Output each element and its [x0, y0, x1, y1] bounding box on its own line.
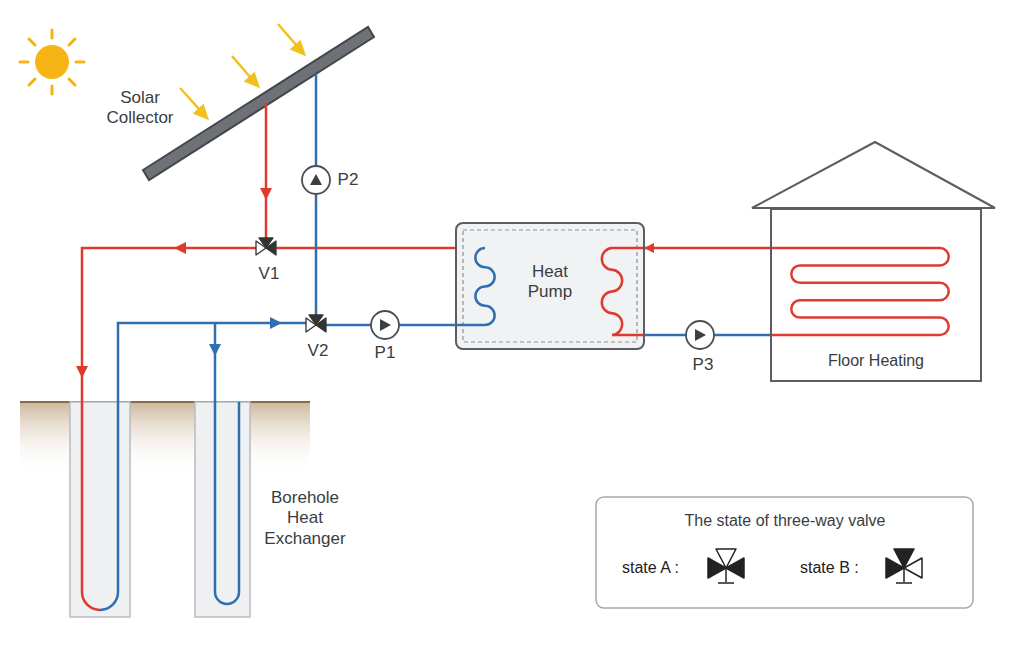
valve-state-symbol: [708, 549, 922, 583]
part-label: P3: [688, 355, 718, 375]
part-label: Borehole Heat Exchanger: [259, 488, 351, 549]
legend-text: state A :: [622, 558, 679, 577]
three-way-valve: [256, 238, 326, 332]
sun: [20, 30, 84, 94]
pipe-cold: [100, 74, 495, 610]
pipe-connector: [645, 247, 770, 250]
soil: [20, 402, 310, 472]
borehole: [195, 402, 250, 617]
house-roof: [752, 142, 995, 208]
node-text: Floor Heating: [776, 351, 976, 370]
flow-arrow: [209, 317, 282, 356]
heat-pump-housing: [455, 222, 645, 350]
flow-arrow: [76, 188, 272, 378]
part-label: V2: [303, 341, 333, 361]
legend-text: state B :: [800, 558, 859, 577]
ground-line: [20, 401, 310, 403]
borehole: [70, 402, 130, 617]
node-text: Heat Pump: [518, 262, 582, 303]
solar-collector: [143, 27, 374, 180]
part-label: V1: [254, 264, 284, 284]
heat-pump-box: Heat Pump: [455, 222, 645, 350]
part-label: P2: [333, 170, 363, 190]
legend-title: The state of three-way valve: [615, 511, 955, 530]
part-label: Solar Collector: [95, 88, 185, 129]
sun-ray: [180, 24, 304, 118]
legend-frame: [596, 497, 973, 608]
part-label: P1: [370, 343, 400, 363]
house-box: Floor Heating: [770, 208, 982, 382]
pump-symbol: [302, 166, 714, 349]
